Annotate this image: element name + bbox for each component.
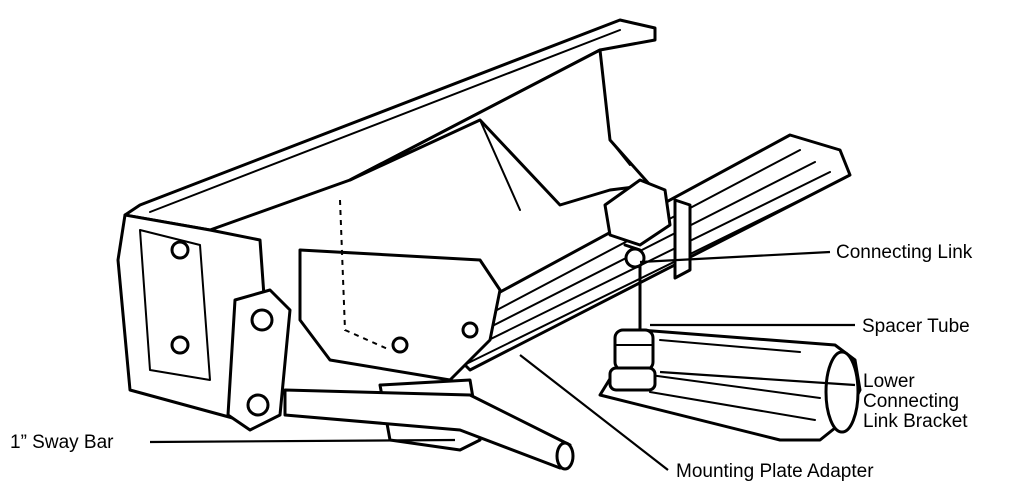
label-mounting-plate: Mounting Plate Adapter	[676, 461, 874, 482]
frame-rail	[116, 18, 657, 422]
callout-labels: Connecting Link Spacer Tube Lower Connec…	[10, 242, 973, 482]
label-spacer-tube: Spacer Tube	[862, 316, 970, 337]
leader-mounting-plate	[519, 354, 669, 471]
leader-lower-bracket	[659, 370, 856, 387]
axle-tube	[598, 328, 862, 442]
label-lower-bracket-line3: Link Bracket	[863, 411, 968, 432]
connecting-link-part	[623, 243, 646, 332]
leader-sway-bar	[149, 438, 456, 444]
sway-bar	[283, 388, 575, 471]
spring-shackle	[226, 288, 292, 432]
lower-bracket-part	[608, 328, 657, 392]
label-lower-bracket-line2: Connecting	[863, 391, 959, 412]
leader-connecting-link	[639, 250, 831, 264]
label-connecting-link: Connecting Link	[836, 242, 973, 263]
label-sway-bar: 1” Sway Bar	[10, 432, 114, 453]
leader-lines	[149, 250, 856, 471]
label-lower-bracket-line1: Lower	[863, 371, 915, 392]
